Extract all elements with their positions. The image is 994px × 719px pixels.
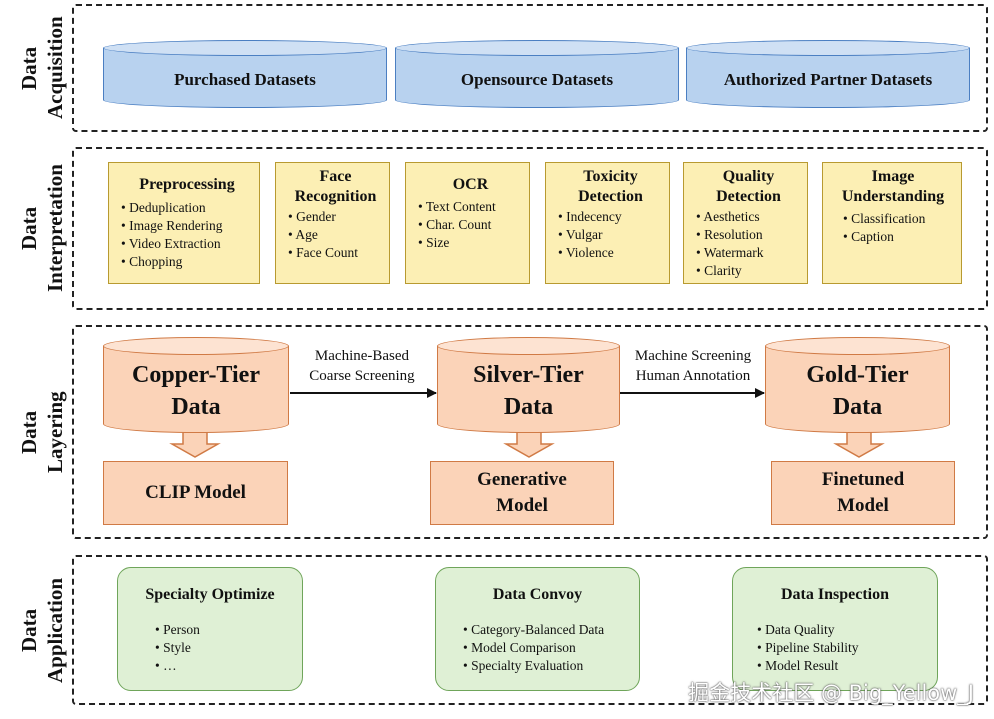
card-item: Size	[418, 234, 523, 252]
card-item: Aesthetics	[696, 208, 801, 226]
source-purchased-datasets: Purchased Datasets	[103, 40, 387, 108]
source-authorized-partner-datasets: Authorized Partner Datasets	[686, 40, 970, 108]
card-item: Gender	[288, 208, 383, 226]
model-generative: Generative Model	[430, 461, 614, 525]
card-toxicity-detection: Toxicity Detection Indecency Vulgar Viol…	[545, 162, 670, 284]
card-quality-detection: Quality Detection Aesthetics Resolution …	[683, 162, 808, 284]
source-opensource-datasets: Opensource Datasets	[395, 40, 679, 108]
model-clip: CLIP Model	[103, 461, 288, 525]
app-item: Data Quality	[757, 621, 858, 639]
application-label: Data Application	[17, 577, 67, 683]
card-item: Age	[288, 226, 383, 244]
app-specialty-optimize: Specialty Optimize Person Style …	[117, 567, 303, 691]
app-item: Pipeline Stability	[757, 639, 858, 657]
source-label: Authorized Partner Datasets	[723, 70, 933, 89]
application-section	[72, 555, 988, 705]
card-title: Toxicity Detection	[578, 168, 643, 205]
card-image-understanding: Image Understanding Classification Capti…	[822, 162, 962, 284]
source-label: Opensource Datasets	[460, 70, 614, 89]
card-item: Face Count	[288, 244, 383, 262]
app-title: Specialty Optimize	[145, 586, 275, 603]
watermark-text: 掘金技术社区 @ Big_Yellow_J	[688, 681, 974, 705]
card-title: Image Understanding	[841, 168, 945, 205]
acquisition-label: Data Acquisition	[17, 16, 67, 120]
layering-label: Data Layering	[17, 391, 67, 473]
acquisition-section	[72, 4, 988, 132]
card-title: Quality Detection	[716, 168, 781, 205]
app-item: Model Result	[757, 657, 858, 675]
tier-gold: Gold-Tier Data	[765, 337, 950, 433]
card-item: Chopping	[121, 253, 253, 271]
layering-section	[72, 325, 988, 539]
app-data-convoy: Data Convoy Category-Balanced Data Model…	[435, 567, 640, 691]
card-item: Clarity	[696, 262, 801, 280]
card-item: Classification	[843, 210, 955, 228]
app-data-inspection: Data Inspection Data Quality Pipeline St…	[732, 567, 938, 691]
card-preprocessing: Preprocessing Deduplication Image Render…	[108, 162, 260, 284]
app-title: Data Convoy	[492, 586, 583, 603]
app-item: Model Comparison	[463, 639, 604, 657]
card-ocr: OCR Text Content Char. Count Size	[405, 162, 530, 284]
card-title: OCR	[452, 176, 489, 193]
card-item: Deduplication	[121, 199, 253, 217]
transition-label-2: Machine Screening Human Annotation	[634, 348, 752, 384]
card-item: Indecency	[558, 208, 663, 226]
tier-label: Silver-Tier Data	[473, 362, 584, 420]
app-item: Person	[155, 621, 200, 639]
app-item: Specialty Evaluation	[463, 657, 604, 675]
card-item: Vulgar	[558, 226, 663, 244]
card-title: Face Recognition	[294, 168, 377, 205]
app-item: Style	[155, 639, 200, 657]
interpretation-section	[72, 147, 988, 310]
app-title: Data Inspection	[780, 586, 889, 603]
card-item: Image Rendering	[121, 217, 253, 235]
card-item: Violence	[558, 244, 663, 262]
tier-label: Copper-Tier Data	[132, 362, 260, 420]
app-item: …	[155, 657, 200, 675]
model-finetuned: Finetuned Model	[771, 461, 955, 525]
card-item: Watermark	[696, 244, 801, 262]
card-title: Preprocessing	[139, 176, 235, 193]
card-item: Caption	[843, 228, 955, 246]
tier-label: Gold-Tier Data	[806, 362, 909, 420]
card-item: Video Extraction	[121, 235, 253, 253]
card-item: Text Content	[418, 198, 523, 216]
card-item: Resolution	[696, 226, 801, 244]
card-face-recognition: Face Recognition Gender Age Face Count	[275, 162, 390, 284]
tier-silver: Silver-Tier Data	[437, 337, 620, 433]
source-label: Purchased Datasets	[174, 70, 316, 89]
tier-copper: Copper-Tier Data	[103, 337, 289, 433]
interpretation-label: Data Interpretation	[17, 164, 67, 293]
app-item: Category-Balanced Data	[463, 621, 604, 639]
transition-label-1: Machine-Based Coarse Screening	[309, 348, 415, 384]
card-item: Char. Count	[418, 216, 523, 234]
